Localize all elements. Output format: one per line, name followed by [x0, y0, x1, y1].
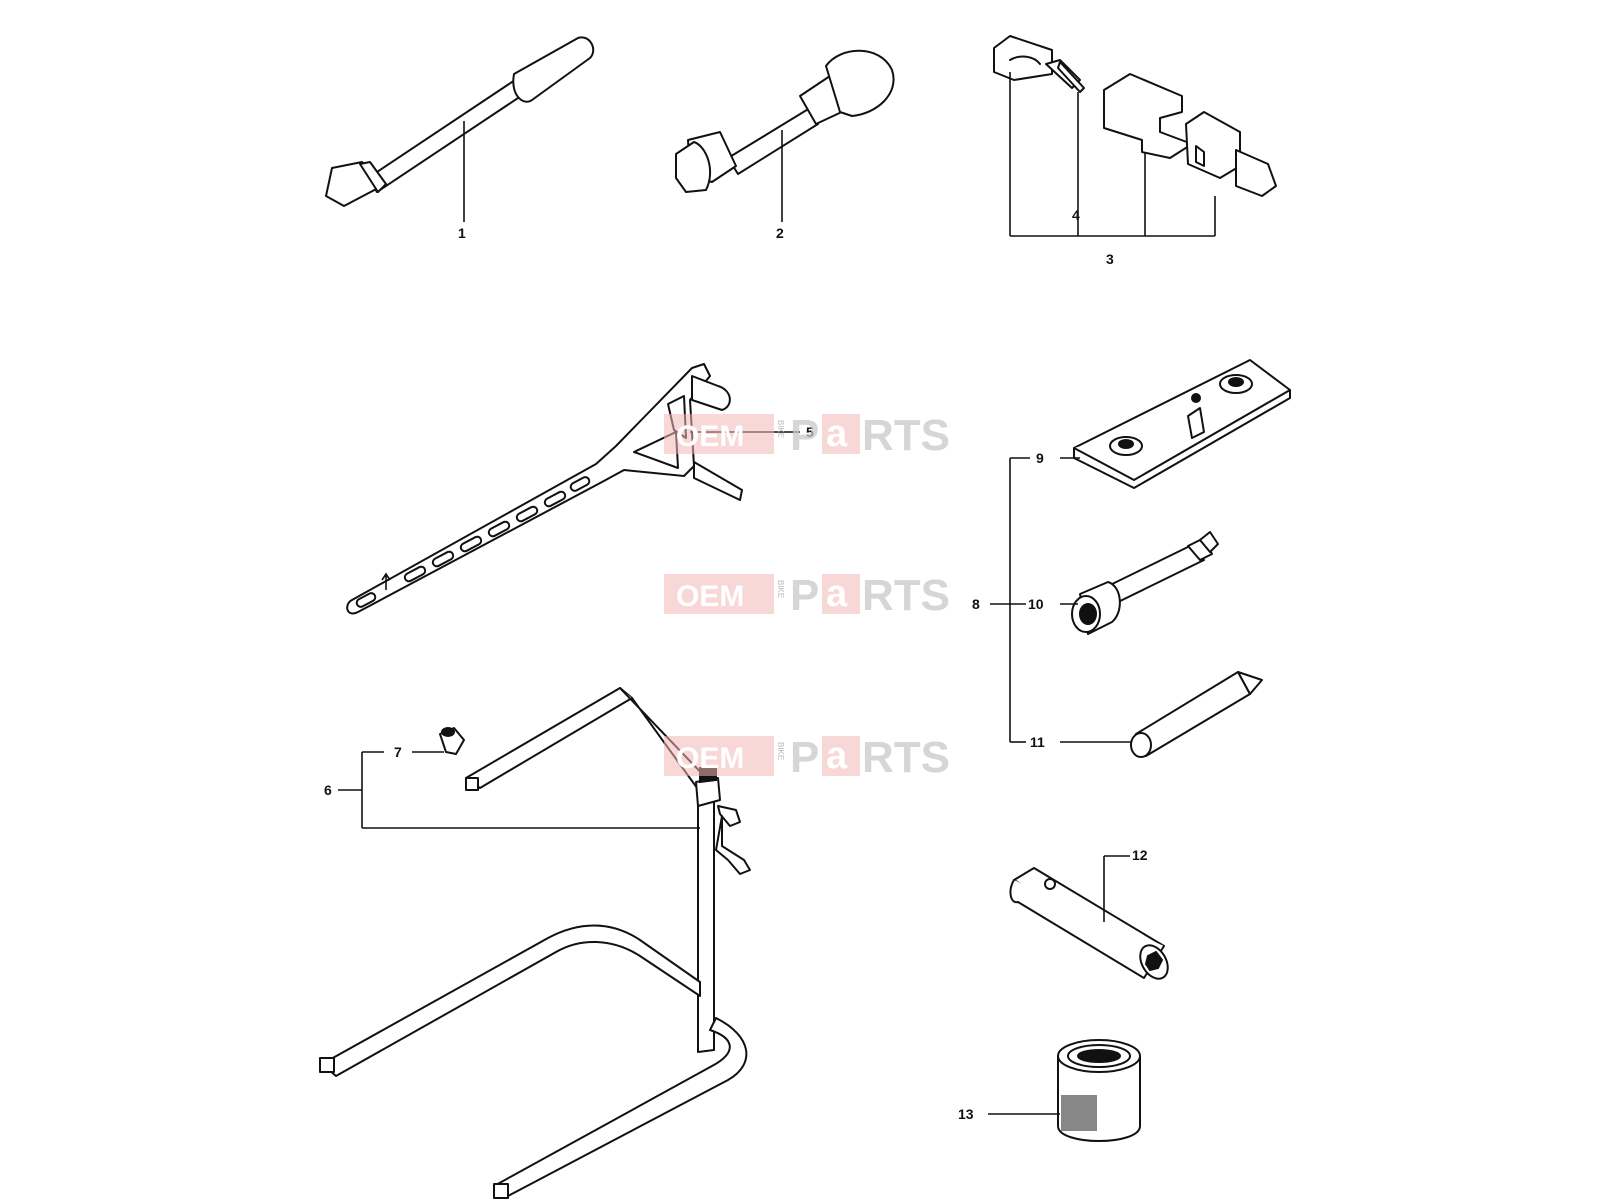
watermark-3: OEM BIKE P a RTS: [664, 733, 950, 782]
arrow-up-icon: [381, 572, 391, 590]
watermark-2: OEM BIKE P a RTS: [664, 571, 950, 620]
svg-text:P: P: [790, 411, 819, 460]
callout-1: 1: [458, 225, 466, 241]
svg-text:RTS: RTS: [862, 571, 950, 620]
svg-text:BIKE: BIKE: [776, 742, 785, 760]
svg-text:BIKE: BIKE: [776, 580, 785, 598]
part-2-tool[interactable]: [675, 49, 895, 193]
part-11-pin-tool[interactable]: [1130, 671, 1263, 758]
svg-text:OEM: OEM: [676, 420, 744, 453]
svg-text:OEM: OEM: [676, 580, 744, 613]
callout-11: 11: [1030, 734, 1045, 750]
callout-13: 13: [958, 1106, 974, 1122]
callout-10: 10: [1028, 596, 1044, 612]
callout-4: 4: [1072, 207, 1080, 223]
svg-text:OEM: OEM: [676, 742, 744, 775]
callout-12: 12: [1132, 847, 1148, 863]
part-12-box-wrench[interactable]: [1009, 867, 1174, 984]
part-9-plate[interactable]: [1073, 359, 1291, 489]
part-4-pin[interactable]: [1045, 59, 1085, 93]
svg-text:P: P: [790, 571, 819, 620]
part-3-fixture-bracket[interactable]: [1103, 73, 1193, 159]
callout-7: 7: [394, 744, 402, 760]
part-3-fixture-block[interactable]: [993, 35, 1053, 81]
callout-8: 8: [972, 596, 980, 612]
callout-9: 9: [1036, 450, 1044, 466]
callout-5: 5: [806, 424, 814, 440]
callout-2: 2: [776, 225, 784, 241]
part-10-puller[interactable]: [1071, 531, 1219, 635]
svg-text:RTS: RTS: [862, 733, 950, 782]
part-13-grease-tin[interactable]: [1057, 1039, 1141, 1142]
svg-text:a: a: [826, 413, 848, 455]
svg-text:a: a: [826, 573, 848, 615]
svg-text:BIKE: BIKE: [776, 420, 785, 438]
callout-3: 3: [1106, 251, 1114, 267]
callout-6: 6: [324, 782, 332, 798]
svg-text:a: a: [826, 735, 848, 777]
part-7-knob[interactable]: [439, 727, 465, 755]
svg-text:RTS: RTS: [862, 411, 950, 460]
part-1-tool[interactable]: [325, 36, 595, 207]
part-3-fixture-clamp[interactable]: [1185, 111, 1277, 197]
svg-text:P: P: [790, 733, 819, 782]
watermark-1: OEM BIKE P a RTS: [664, 411, 950, 460]
